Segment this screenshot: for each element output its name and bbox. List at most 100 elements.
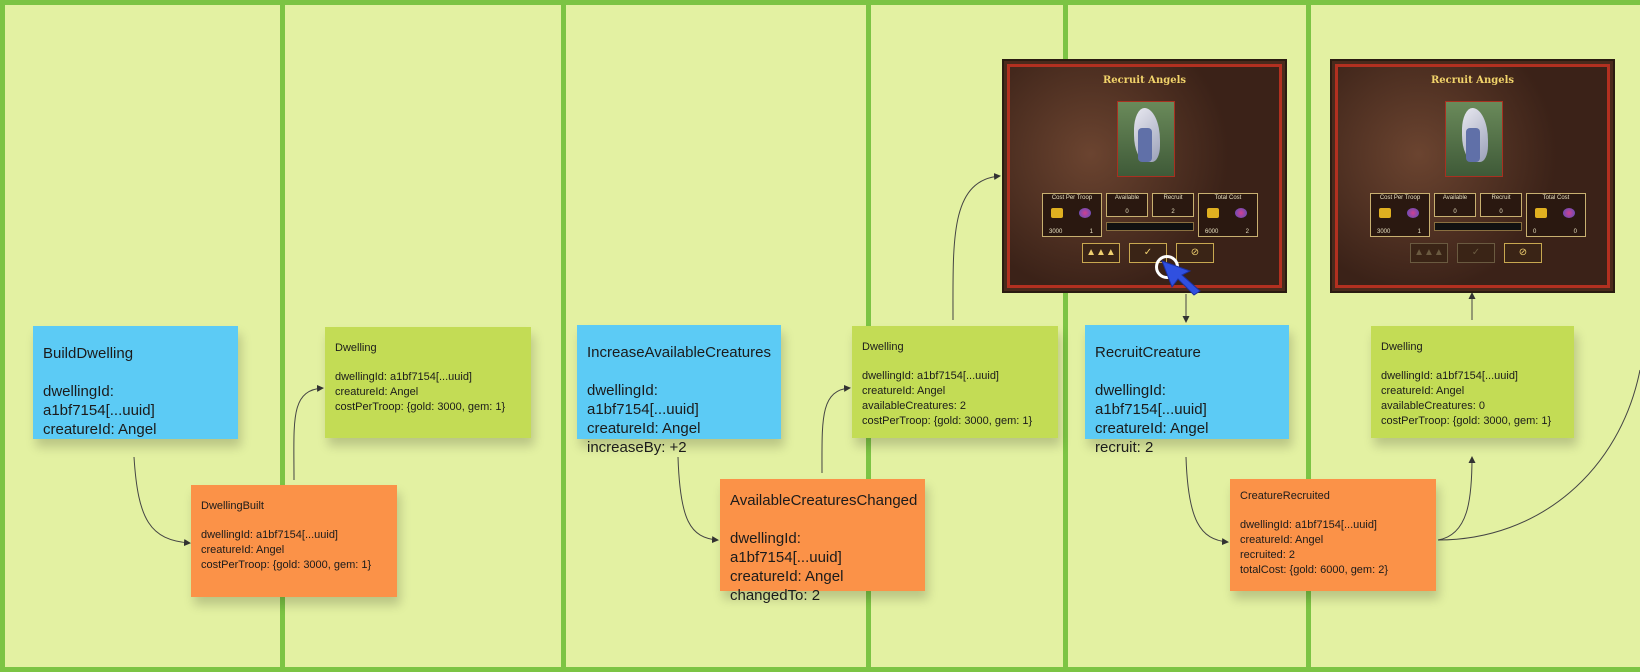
note-line: creatureId: Angel: [1095, 420, 1209, 437]
gold-icon: [1051, 208, 1063, 218]
dialog-frame: Recruit Angels Cost Per Troop 3000 1 Ava…: [1335, 64, 1610, 288]
available-box: Available 0: [1434, 193, 1476, 217]
read-model-note-dwelling[interactable]: Dwelling dwellingId: a1bf7154[...uuid] c…: [1371, 326, 1574, 438]
recruit-dialog-screenshot: Recruit Angels Cost Per Troop 3000 1 Ava…: [1330, 59, 1615, 293]
cost-per-troop-label: Cost Per Troop: [1379, 195, 1421, 201]
angel-body: [1137, 128, 1152, 162]
note-title: CreatureRecruited: [1240, 490, 1330, 502]
note-line: dwellingId: a1bf7154[...uuid]: [335, 371, 472, 383]
board-bottom-border: [0, 667, 1640, 672]
note-line: creatureId: Angel: [1240, 534, 1324, 546]
recruit-value: 2: [1171, 209, 1175, 215]
angel-portrait: [1444, 101, 1503, 177]
note-line: dwellingId: a1bf7154[...uuid]: [1095, 382, 1207, 418]
recruit-slider[interactable]: [1106, 222, 1194, 231]
available-label: Available: [1114, 195, 1140, 201]
cost-per-troop-label: Cost Per Troop: [1051, 195, 1093, 201]
event-note-available-creatures-changed[interactable]: AvailableCreaturesChanged dwellingId: a1…: [720, 479, 925, 604]
total-cost-label: Total Cost: [1214, 195, 1242, 201]
note-line: costPerTroop: {gold: 3000, gem: 1}: [862, 415, 1033, 427]
note-line: dwellingId: a1bf7154[...uuid]: [201, 529, 338, 541]
gem-icon: [1407, 208, 1419, 218]
connector: [1437, 456, 1476, 541]
gold-icon: [1379, 208, 1391, 218]
note-line: increaseBy: +2: [587, 439, 687, 456]
note-line: creatureId: Angel: [730, 568, 844, 585]
note-title: Dwelling: [1381, 341, 1423, 353]
total-gold-value: 0: [1533, 229, 1537, 235]
note-line: totalCost: {gold: 6000, gem: 2}: [1240, 564, 1388, 576]
connector: [133, 456, 191, 547]
note-line: creatureId: Angel: [201, 544, 285, 556]
max-button[interactable]: ▲▲▲: [1410, 243, 1448, 263]
connector: [1185, 456, 1229, 546]
total-cost-box: Total Cost 0 0: [1526, 193, 1586, 237]
note-line: changedTo: 2: [730, 587, 821, 604]
lane-border: [1306, 0, 1311, 672]
note-title: BuildDwelling: [43, 345, 134, 362]
recruit-dialog-screenshot: Recruit Angels Cost Per Troop 3000 1 Ava…: [1002, 59, 1287, 296]
event-note-creature-recruited[interactable]: CreatureRecruited dwellingId: a1bf7154[.…: [1230, 479, 1436, 591]
note-line: costPerTroop: {gold: 3000, gem: 1}: [1381, 415, 1552, 427]
gem-icon: [1563, 208, 1575, 218]
connector: [293, 384, 324, 481]
cancel-button[interactable]: ⊘: [1176, 243, 1214, 263]
note-line: availableCreatures: 2: [862, 400, 966, 412]
dialog-frame: Recruit Angels Cost Per Troop 3000 1 Ava…: [1007, 64, 1282, 296]
note-line: availableCreatures: 0: [1381, 400, 1485, 412]
note-line: creatureId: Angel: [862, 385, 946, 397]
total-cost-label: Total Cost: [1542, 195, 1570, 201]
event-note-dwelling-built[interactable]: DwellingBuilt dwellingId: a1bf7154[...uu…: [191, 485, 397, 597]
cursor-icon: [1161, 260, 1201, 296]
read-model-note-dwelling[interactable]: Dwelling dwellingId: a1bf7154[...uuid] c…: [852, 326, 1058, 438]
cost-per-troop-box: Cost Per Troop 3000 1: [1370, 193, 1430, 237]
cancel-button[interactable]: ⊘: [1504, 243, 1542, 263]
recruit-box: Recruit 2: [1152, 193, 1194, 217]
note-line: recruited: 2: [1240, 549, 1296, 561]
cost-gem-value: 1: [1089, 229, 1093, 235]
command-note-build-dwelling[interactable]: BuildDwelling dwellingId: a1bf7154[...uu…: [33, 326, 238, 439]
note-title: DwellingBuilt: [201, 500, 264, 512]
note-line: dwellingId: a1bf7154[...uuid]: [43, 383, 155, 419]
recruit-label: Recruit: [1491, 195, 1511, 201]
connector: [821, 384, 851, 474]
cancel-icon: ⊘: [1518, 247, 1528, 258]
note-line: creatureId: Angel: [43, 421, 157, 438]
gem-icon: [1235, 208, 1247, 218]
recruit-box: Recruit 0: [1480, 193, 1522, 217]
recruit-icon: ✓: [1471, 247, 1481, 258]
cost-gold-value: 3000: [1049, 229, 1063, 235]
note-title: AvailableCreaturesChanged: [730, 492, 918, 509]
note-title: RecruitCreature: [1095, 344, 1201, 361]
recruit-slider[interactable]: [1434, 222, 1522, 231]
cancel-icon: ⊘: [1190, 247, 1200, 258]
gold-icon: [1207, 208, 1219, 218]
note-line: costPerTroop: {gold: 3000, gem: 1}: [335, 401, 506, 413]
available-label: Available: [1442, 195, 1468, 201]
cost-gem-value: 1: [1417, 229, 1421, 235]
gem-icon: [1079, 208, 1091, 218]
recruit-value: 0: [1499, 209, 1503, 215]
max-button[interactable]: ▲▲▲: [1082, 243, 1120, 263]
max-icon: ▲▲▲: [1086, 247, 1116, 258]
recruit-button[interactable]: ✓: [1457, 243, 1495, 263]
command-note-recruit-creature[interactable]: RecruitCreature dwellingId: a1bf7154[...…: [1085, 325, 1289, 456]
lane-border: [280, 0, 285, 672]
available-value: 0: [1453, 209, 1457, 215]
lane-border: [561, 0, 566, 672]
recruit-icon: ✓: [1143, 247, 1153, 258]
note-line: dwellingId: a1bf7154[...uuid]: [862, 370, 999, 382]
command-note-increase-available-creatures[interactable]: IncreaseAvailableCreatures dwellingId: a…: [577, 325, 781, 456]
available-value: 0: [1125, 209, 1129, 215]
available-box: Available 0: [1106, 193, 1148, 217]
read-model-note-dwelling[interactable]: Dwelling dwellingId: a1bf7154[...uuid] c…: [325, 327, 531, 438]
note-title: Dwelling: [862, 341, 904, 353]
note-line: creatureId: Angel: [335, 386, 419, 398]
connector: [1437, 369, 1640, 541]
total-gem-value: 0: [1573, 229, 1577, 235]
note-title: IncreaseAvailableCreatures: [587, 344, 771, 361]
board-top-border: [0, 0, 1640, 5]
total-gold-value: 6000: [1205, 229, 1219, 235]
note-title: Dwelling: [335, 342, 377, 354]
